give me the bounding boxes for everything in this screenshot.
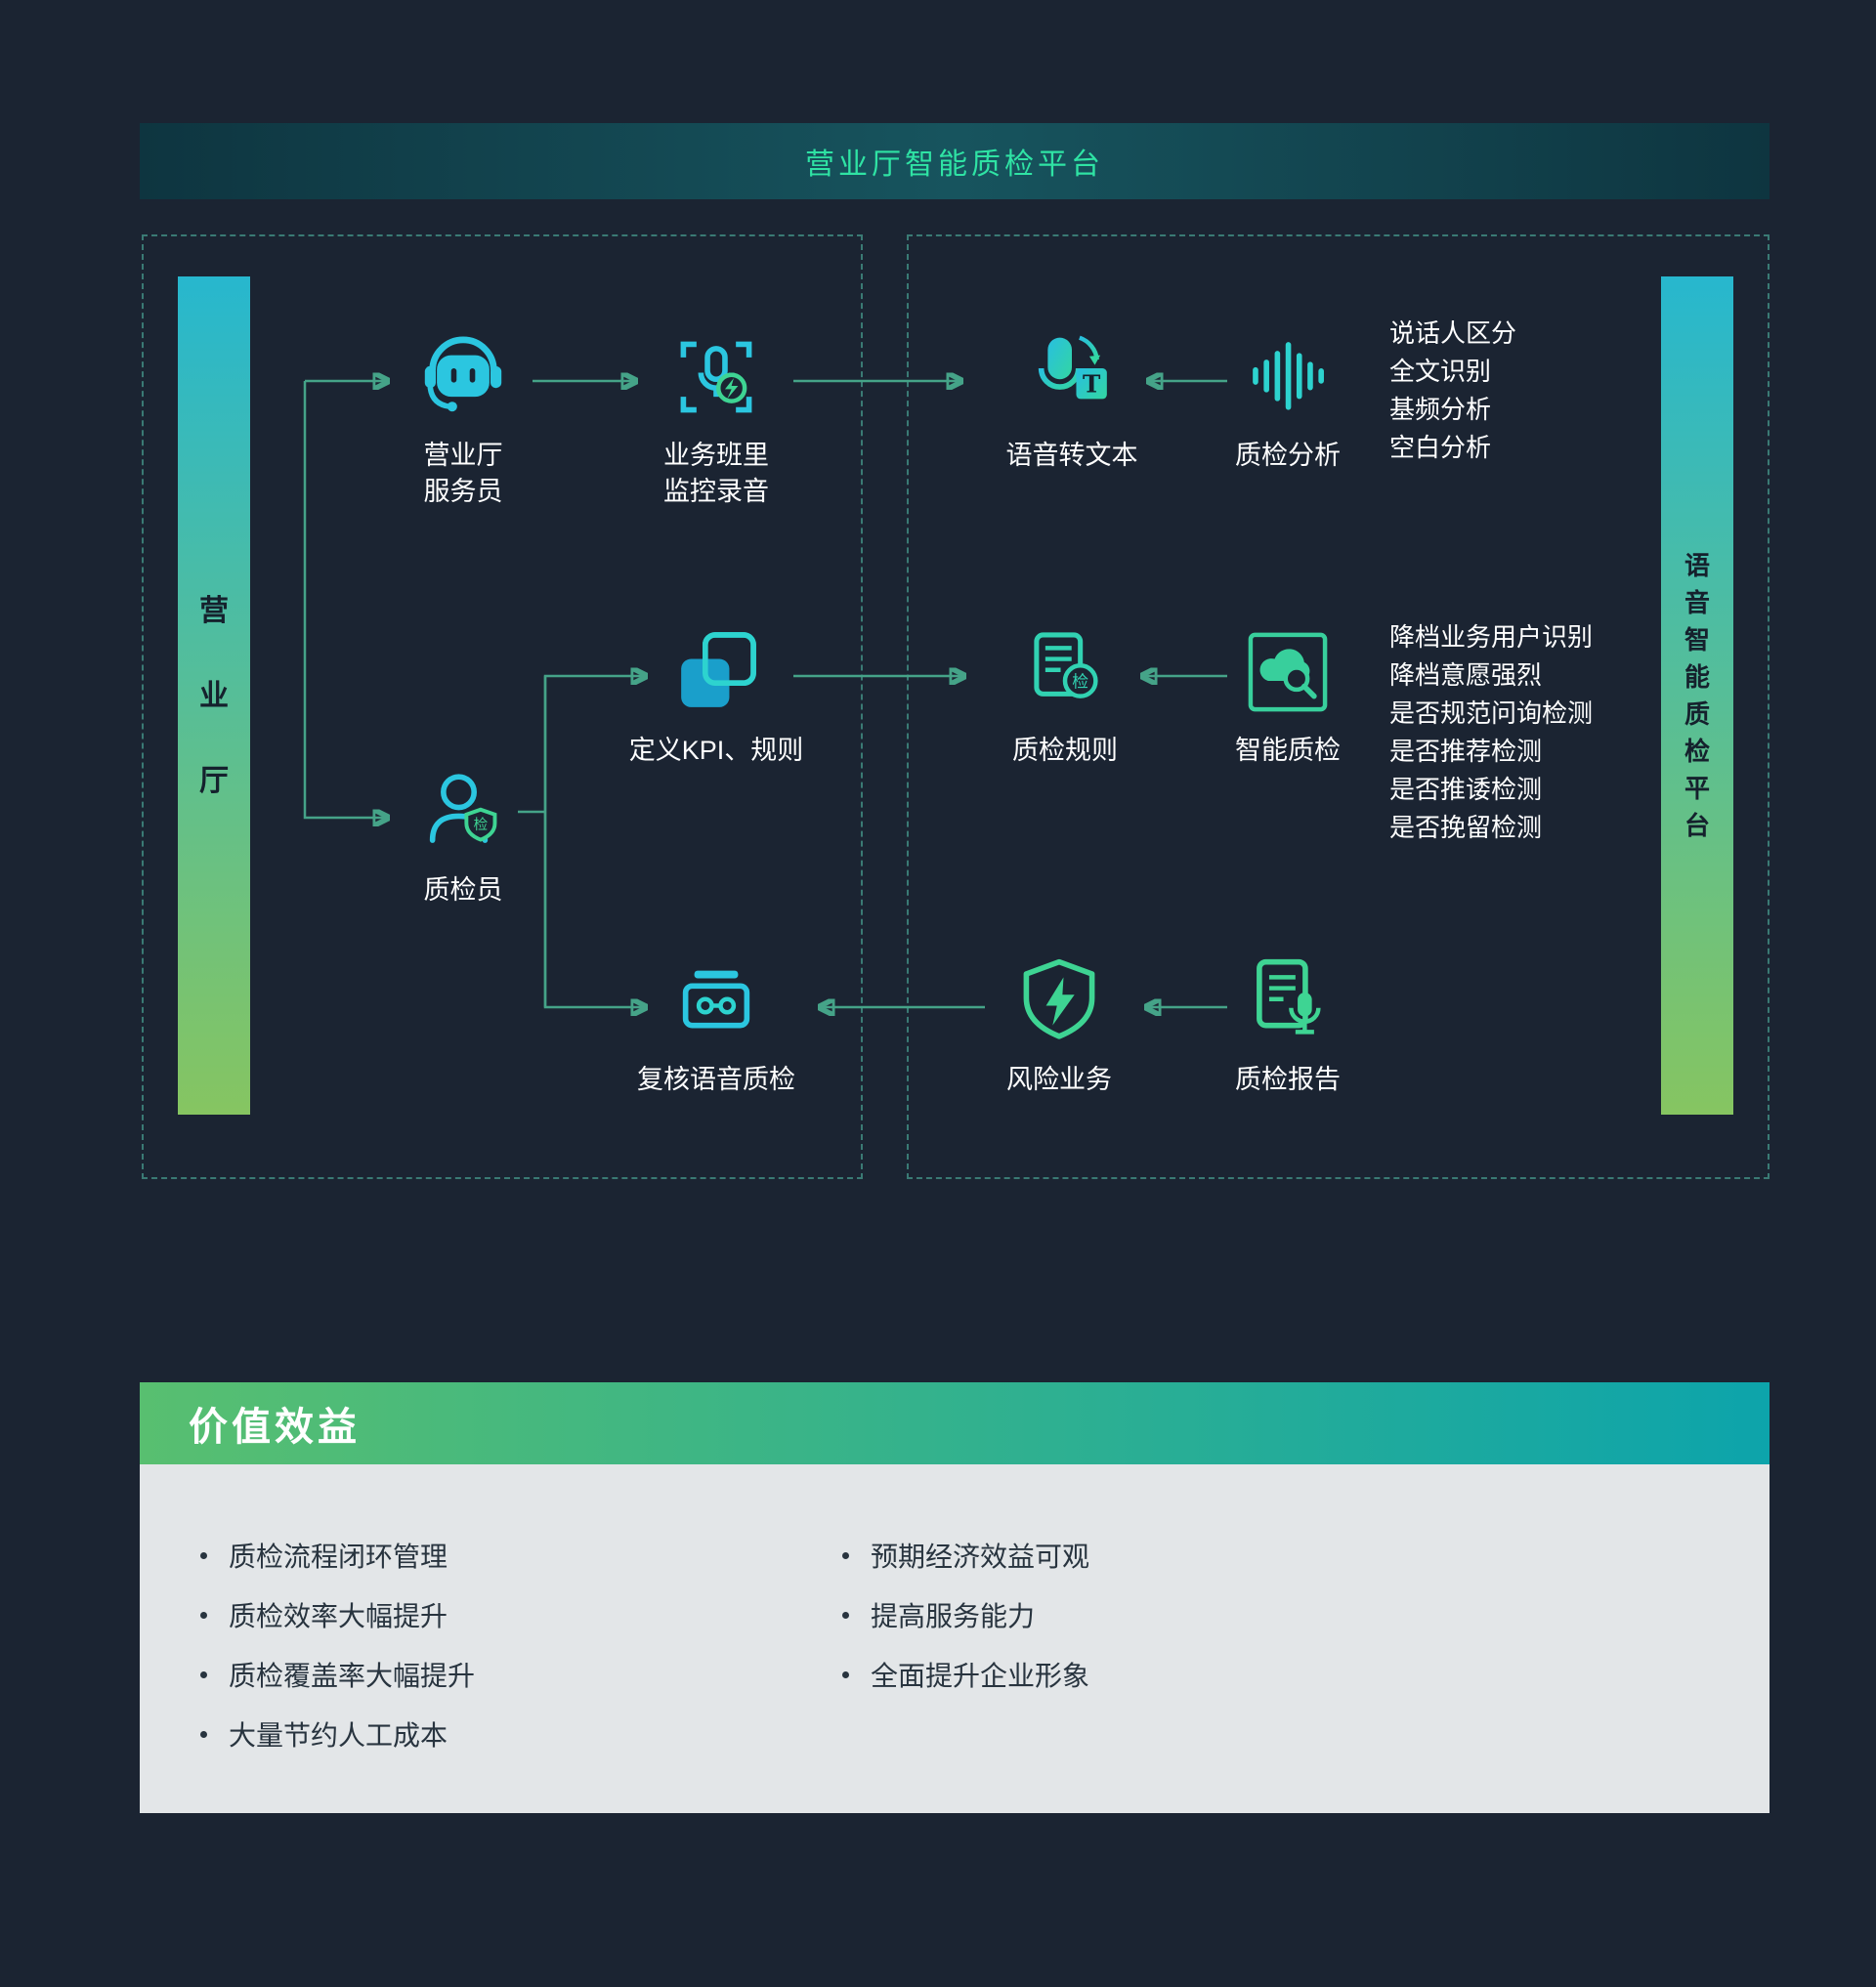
smart-qc-feature-list: 降档业务用户识别 降档意愿强烈 是否规范问询检测 是否推荐检测 是否推诿检测 是… [1389,618,1593,847]
bullet-dot [200,1551,207,1559]
node-define-kpi-rules: 定义KPI、规则 [609,617,824,769]
feature-item: 是否挽留检测 [1389,813,1543,842]
speech-to-text-icon: T [1017,322,1127,432]
svg-text:检: 检 [474,817,489,833]
node-speech-to-text: T 语音转文本 [964,322,1179,474]
record-viewfinder-mic-icon [661,322,771,432]
voice-qc-side-bar: 语音智能质检平台 [1661,276,1733,1115]
voice-qc-platform-group-box [907,234,1769,1179]
feature-item: 是否推荐检测 [1389,737,1543,766]
feature-item: 全文识别 [1389,357,1492,386]
waveform-icon [1233,322,1343,432]
node-label: 质检规则 [1012,736,1118,765]
benefit-item: 质检流程闭环管理 [200,1539,475,1572]
benefit-item: 提高服务能力 [842,1598,1089,1631]
document-check-badge-icon: 检 [1010,617,1120,727]
svg-text:T: T [1083,370,1101,399]
benefits-body [140,1464,1769,1813]
person-shield-icon: 检 [408,757,518,867]
business-hall-side-bar: 营业厅 [178,276,250,1115]
bullet-dot [200,1730,207,1738]
feature-item: 说话人区分 [1389,318,1517,348]
player-reels-icon [661,947,771,1056]
node-hall-agent: 营业厅 服务员 [356,322,571,510]
report-microphone-icon [1233,947,1343,1056]
feature-item: 是否推诿检测 [1389,775,1543,804]
node-monitor-recording: 业务班里 监控录音 [609,322,824,510]
bullet-dot [842,1611,849,1619]
node-label: 营业厅 服务员 [423,441,503,506]
node-label: 风险业务 [1006,1065,1112,1094]
benefits-title: 价值效益 [189,1406,361,1449]
bullet-dot [842,1670,849,1678]
benefit-item: 预期经济效益可观 [842,1539,1089,1572]
node-label: 复核语音质检 [637,1065,795,1094]
bullet-dot [200,1670,207,1678]
node-label: 定义KPI、规则 [628,736,804,765]
feature-item: 降档意愿强烈 [1389,660,1543,690]
feature-item: 基频分析 [1389,395,1492,424]
node-qc-report: 质检报告 [1180,947,1395,1098]
business-hall-group-box [142,234,863,1179]
feature-item: 降档业务用户识别 [1389,622,1594,652]
analysis-feature-list: 说话人区分 全文识别 基频分析 空白分析 [1389,315,1516,467]
node-label: 智能质检 [1235,736,1341,765]
node-qc-rules: 检 质检规则 [958,617,1172,769]
node-smart-qc: 智能质检 [1180,617,1395,769]
shield-lightning-icon [1004,947,1114,1056]
voice-qc-side-bar-label: 语音智能质检平台 [1684,551,1710,840]
bullet-dot [200,1611,207,1619]
node-label: 语音转文本 [1005,441,1138,470]
cloud-magnifier-icon [1233,617,1343,727]
benefit-item: 质检覆盖率大幅提升 [200,1658,475,1691]
benefit-item: 质检效率大幅提升 [200,1598,475,1631]
benefit-item: 大量节约人工成本 [200,1717,475,1751]
node-label: 质检分析 [1235,441,1341,470]
feature-item: 是否规范问询检测 [1389,698,1594,728]
node-qc-analysis: 质检分析 [1180,322,1395,474]
node-risk-business: 风险业务 [952,947,1167,1098]
top-banner: 营业厅智能质检平台 [140,123,1769,199]
headset-agent-icon [408,322,518,432]
node-label: 质检报告 [1235,1065,1341,1094]
page-title: 营业厅智能质检平台 [805,148,1104,181]
benefits-header: 价值效益 [140,1382,1769,1464]
benefit-item: 全面提升企业形象 [842,1658,1089,1691]
bullet-dot [842,1551,849,1559]
benefits-left-column: 质检流程闭环管理 质检效率大幅提升 质检覆盖率大幅提升 大量节约人工成本 [200,1539,475,1777]
business-hall-side-bar-label: 营业厅 [199,594,229,797]
feature-item: 空白分析 [1389,433,1492,462]
node-inspector: 检 质检员 [356,757,571,909]
svg-text:检: 检 [1072,673,1088,692]
node-review-voice-qc: 复核语音质检 [609,947,824,1098]
overlapping-squares-icon [661,617,771,727]
node-label: 质检员 [423,875,503,905]
benefits-right-column: 预期经济效益可观 提高服务能力 全面提升企业形象 [842,1539,1089,1717]
node-label: 业务班里 监控录音 [663,441,769,506]
